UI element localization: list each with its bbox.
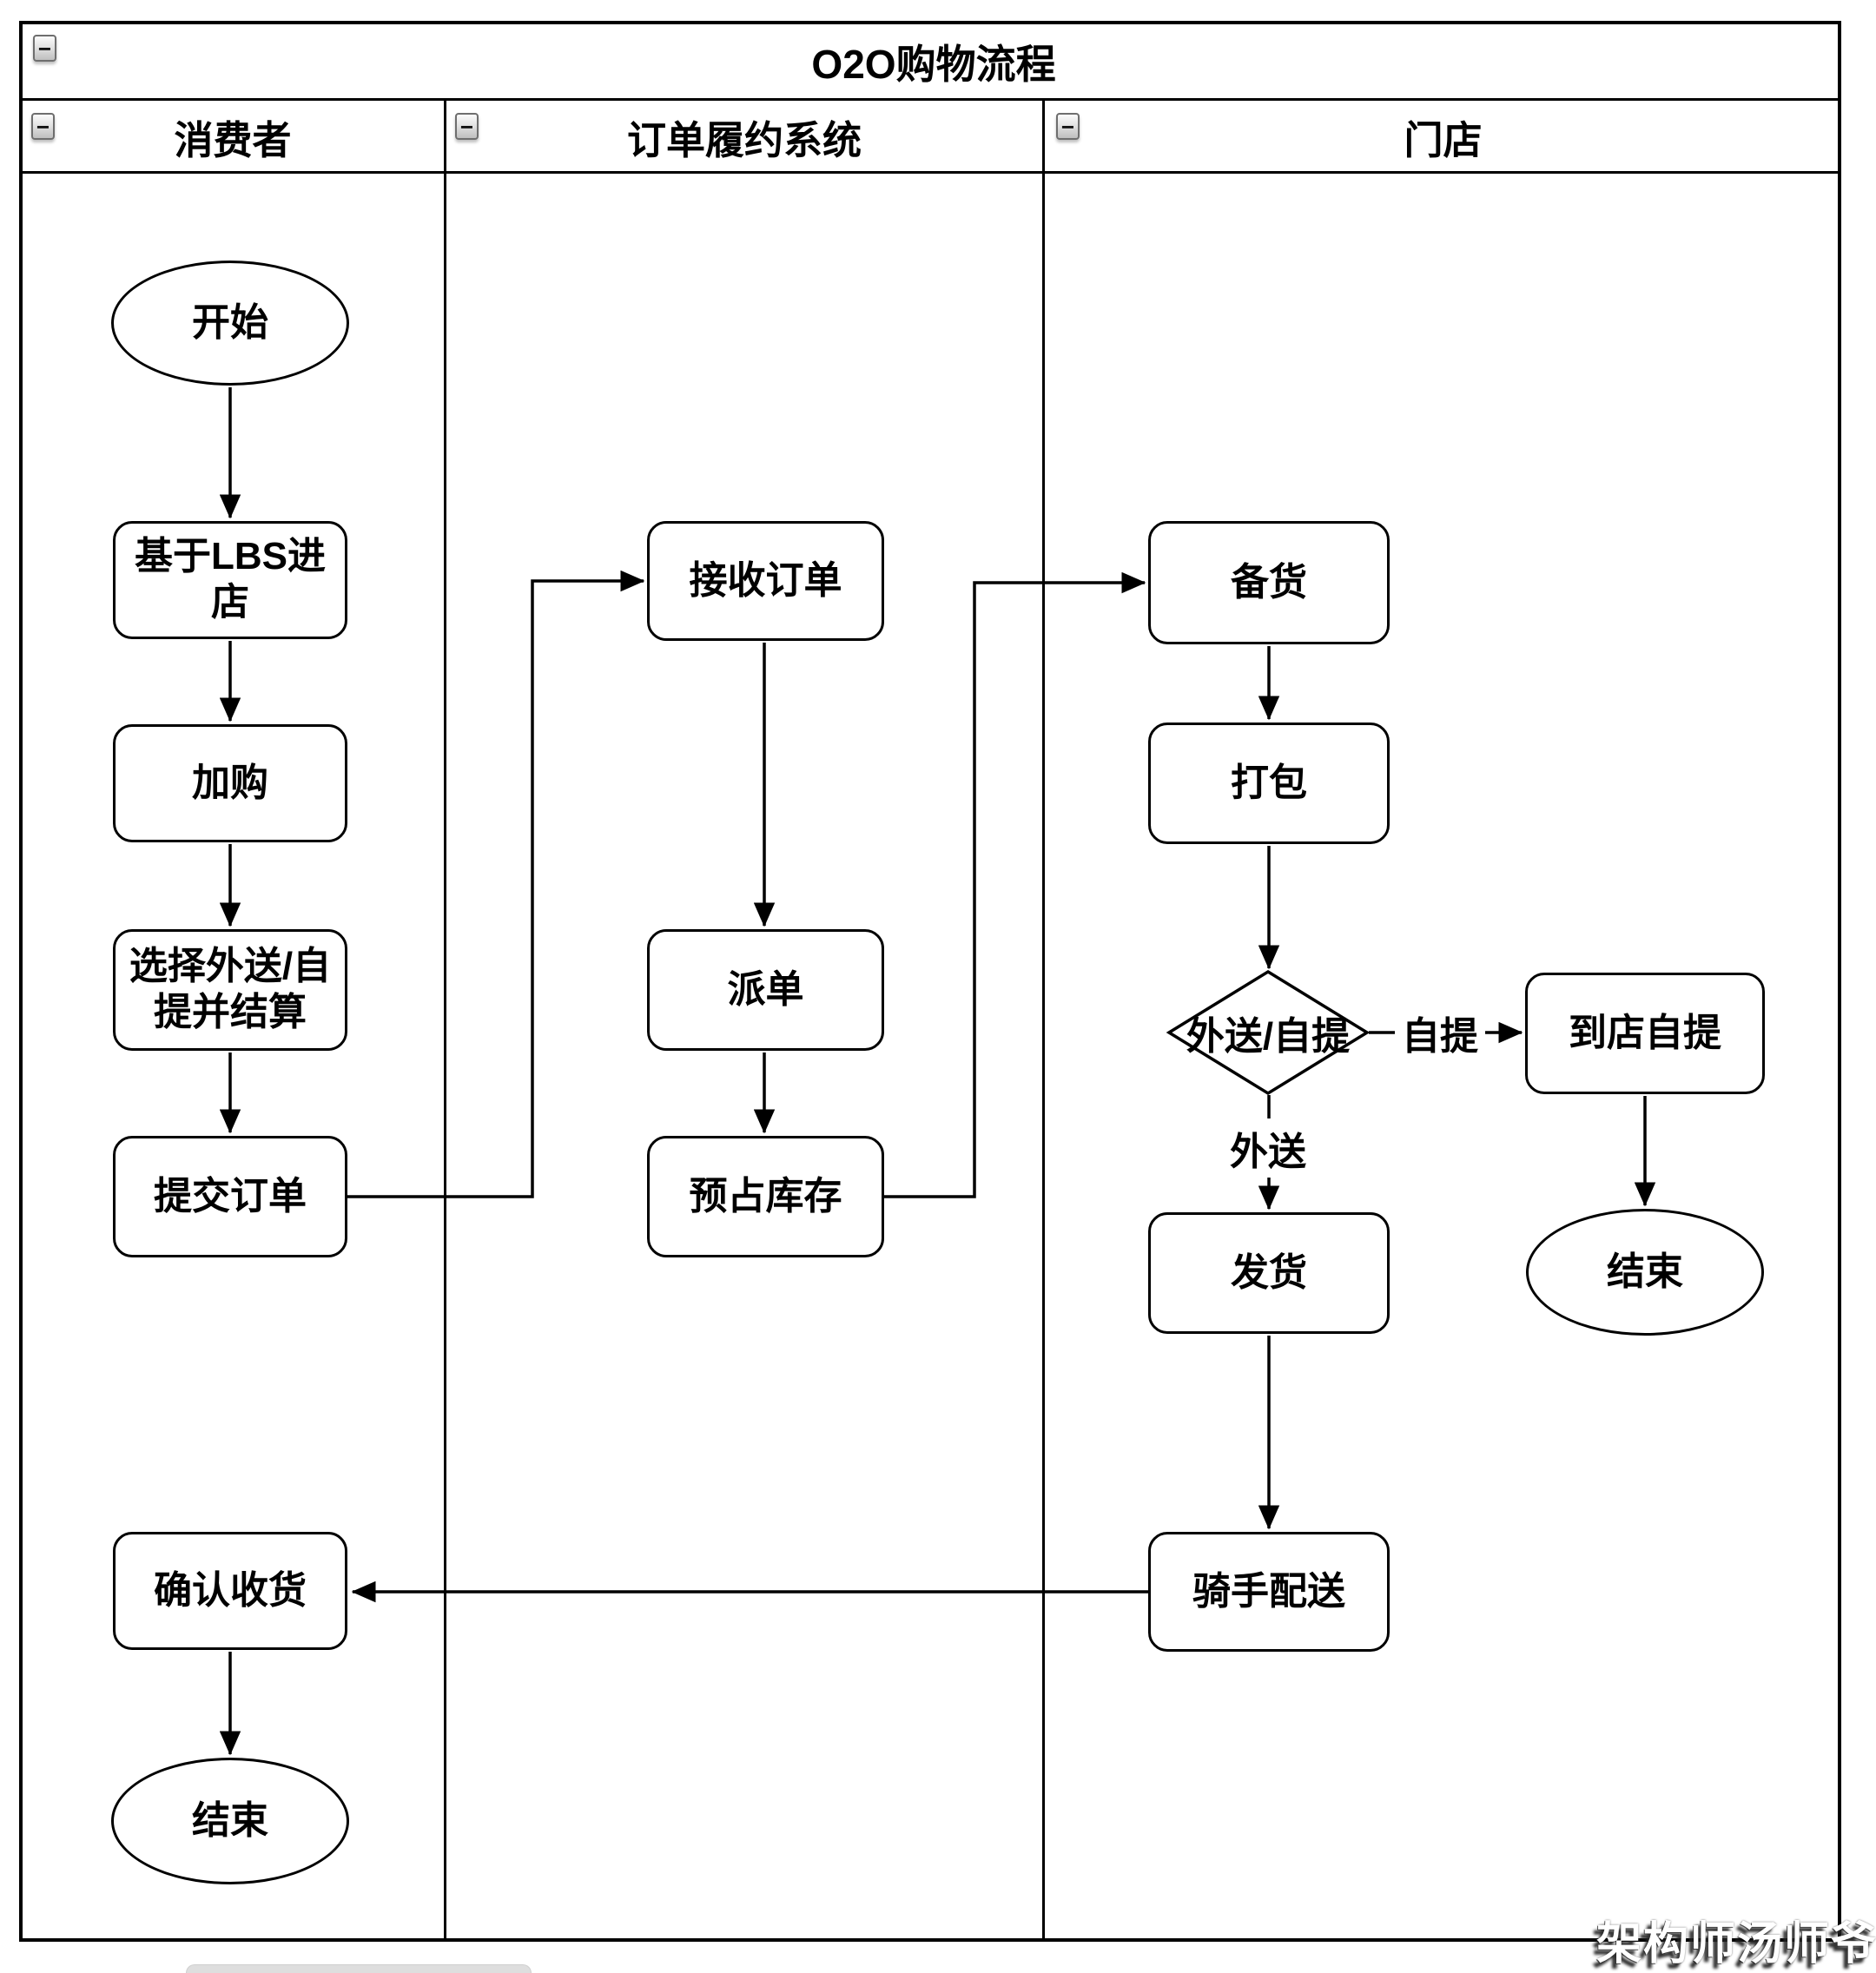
node-store-pickup: 到店自提 (1525, 973, 1765, 1094)
collapse-icon[interactable]: − (455, 113, 479, 140)
minus-glyph: − (36, 113, 50, 140)
collapse-icon[interactable]: − (1056, 113, 1080, 140)
minus-glyph: − (1060, 113, 1075, 140)
edge-reserve-stock (884, 571, 1146, 1198)
node-add-to-cart: 加购 (113, 724, 347, 842)
node-confirm-receipt: 确认收货 (113, 1532, 347, 1650)
edge-submit-receive (347, 570, 645, 1198)
node-end-consumer: 结束 (111, 1758, 349, 1884)
node-receive-order: 接收订单 (647, 521, 884, 641)
node-choose-delivery-or-pickup: 选择外送/自提并结算 (113, 929, 347, 1051)
node-pack: 打包 (1148, 723, 1390, 844)
node-start: 开始 (111, 261, 349, 386)
node-ship: 发货 (1148, 1212, 1390, 1334)
lane-divider-2 (1042, 98, 1045, 1942)
collapse-icon[interactable]: − (33, 35, 56, 62)
header-row-divider (19, 171, 1841, 174)
decision-diamond (1166, 969, 1371, 1096)
node-lbs-enter-store: 基于LBS进店 (113, 521, 347, 639)
collapse-icon[interactable]: − (31, 113, 55, 140)
watermark: 架构师汤师爷 (1596, 1919, 1876, 1970)
node-dispatch-order: 派单 (647, 929, 884, 1051)
title-row-divider (19, 98, 1841, 101)
node-prepare-goods: 备货 (1148, 521, 1390, 644)
edge-label-pickup: 自提 (1395, 1003, 1485, 1062)
lane-header-store: 门店 (1404, 117, 1483, 162)
edge-label-delivery: 外送 (1223, 1118, 1313, 1178)
minus-glyph: − (459, 113, 474, 140)
lane-divider-1 (444, 98, 446, 1942)
lane-header-consumer: 消费者 (174, 117, 292, 162)
node-end-store: 结束 (1526, 1209, 1764, 1336)
diagram-title: O2O购物流程 (811, 41, 1056, 87)
node-submit-order: 提交订单 (113, 1136, 347, 1257)
minus-glyph: − (37, 35, 52, 62)
lane-header-system: 订单履约系统 (626, 117, 862, 162)
node-rider-delivery: 骑手配送 (1148, 1532, 1390, 1652)
node-reserve-inventory: 预占库存 (647, 1136, 884, 1257)
decision-delivery-or-pickup-label: 外送/自提 (1186, 1015, 1351, 1058)
